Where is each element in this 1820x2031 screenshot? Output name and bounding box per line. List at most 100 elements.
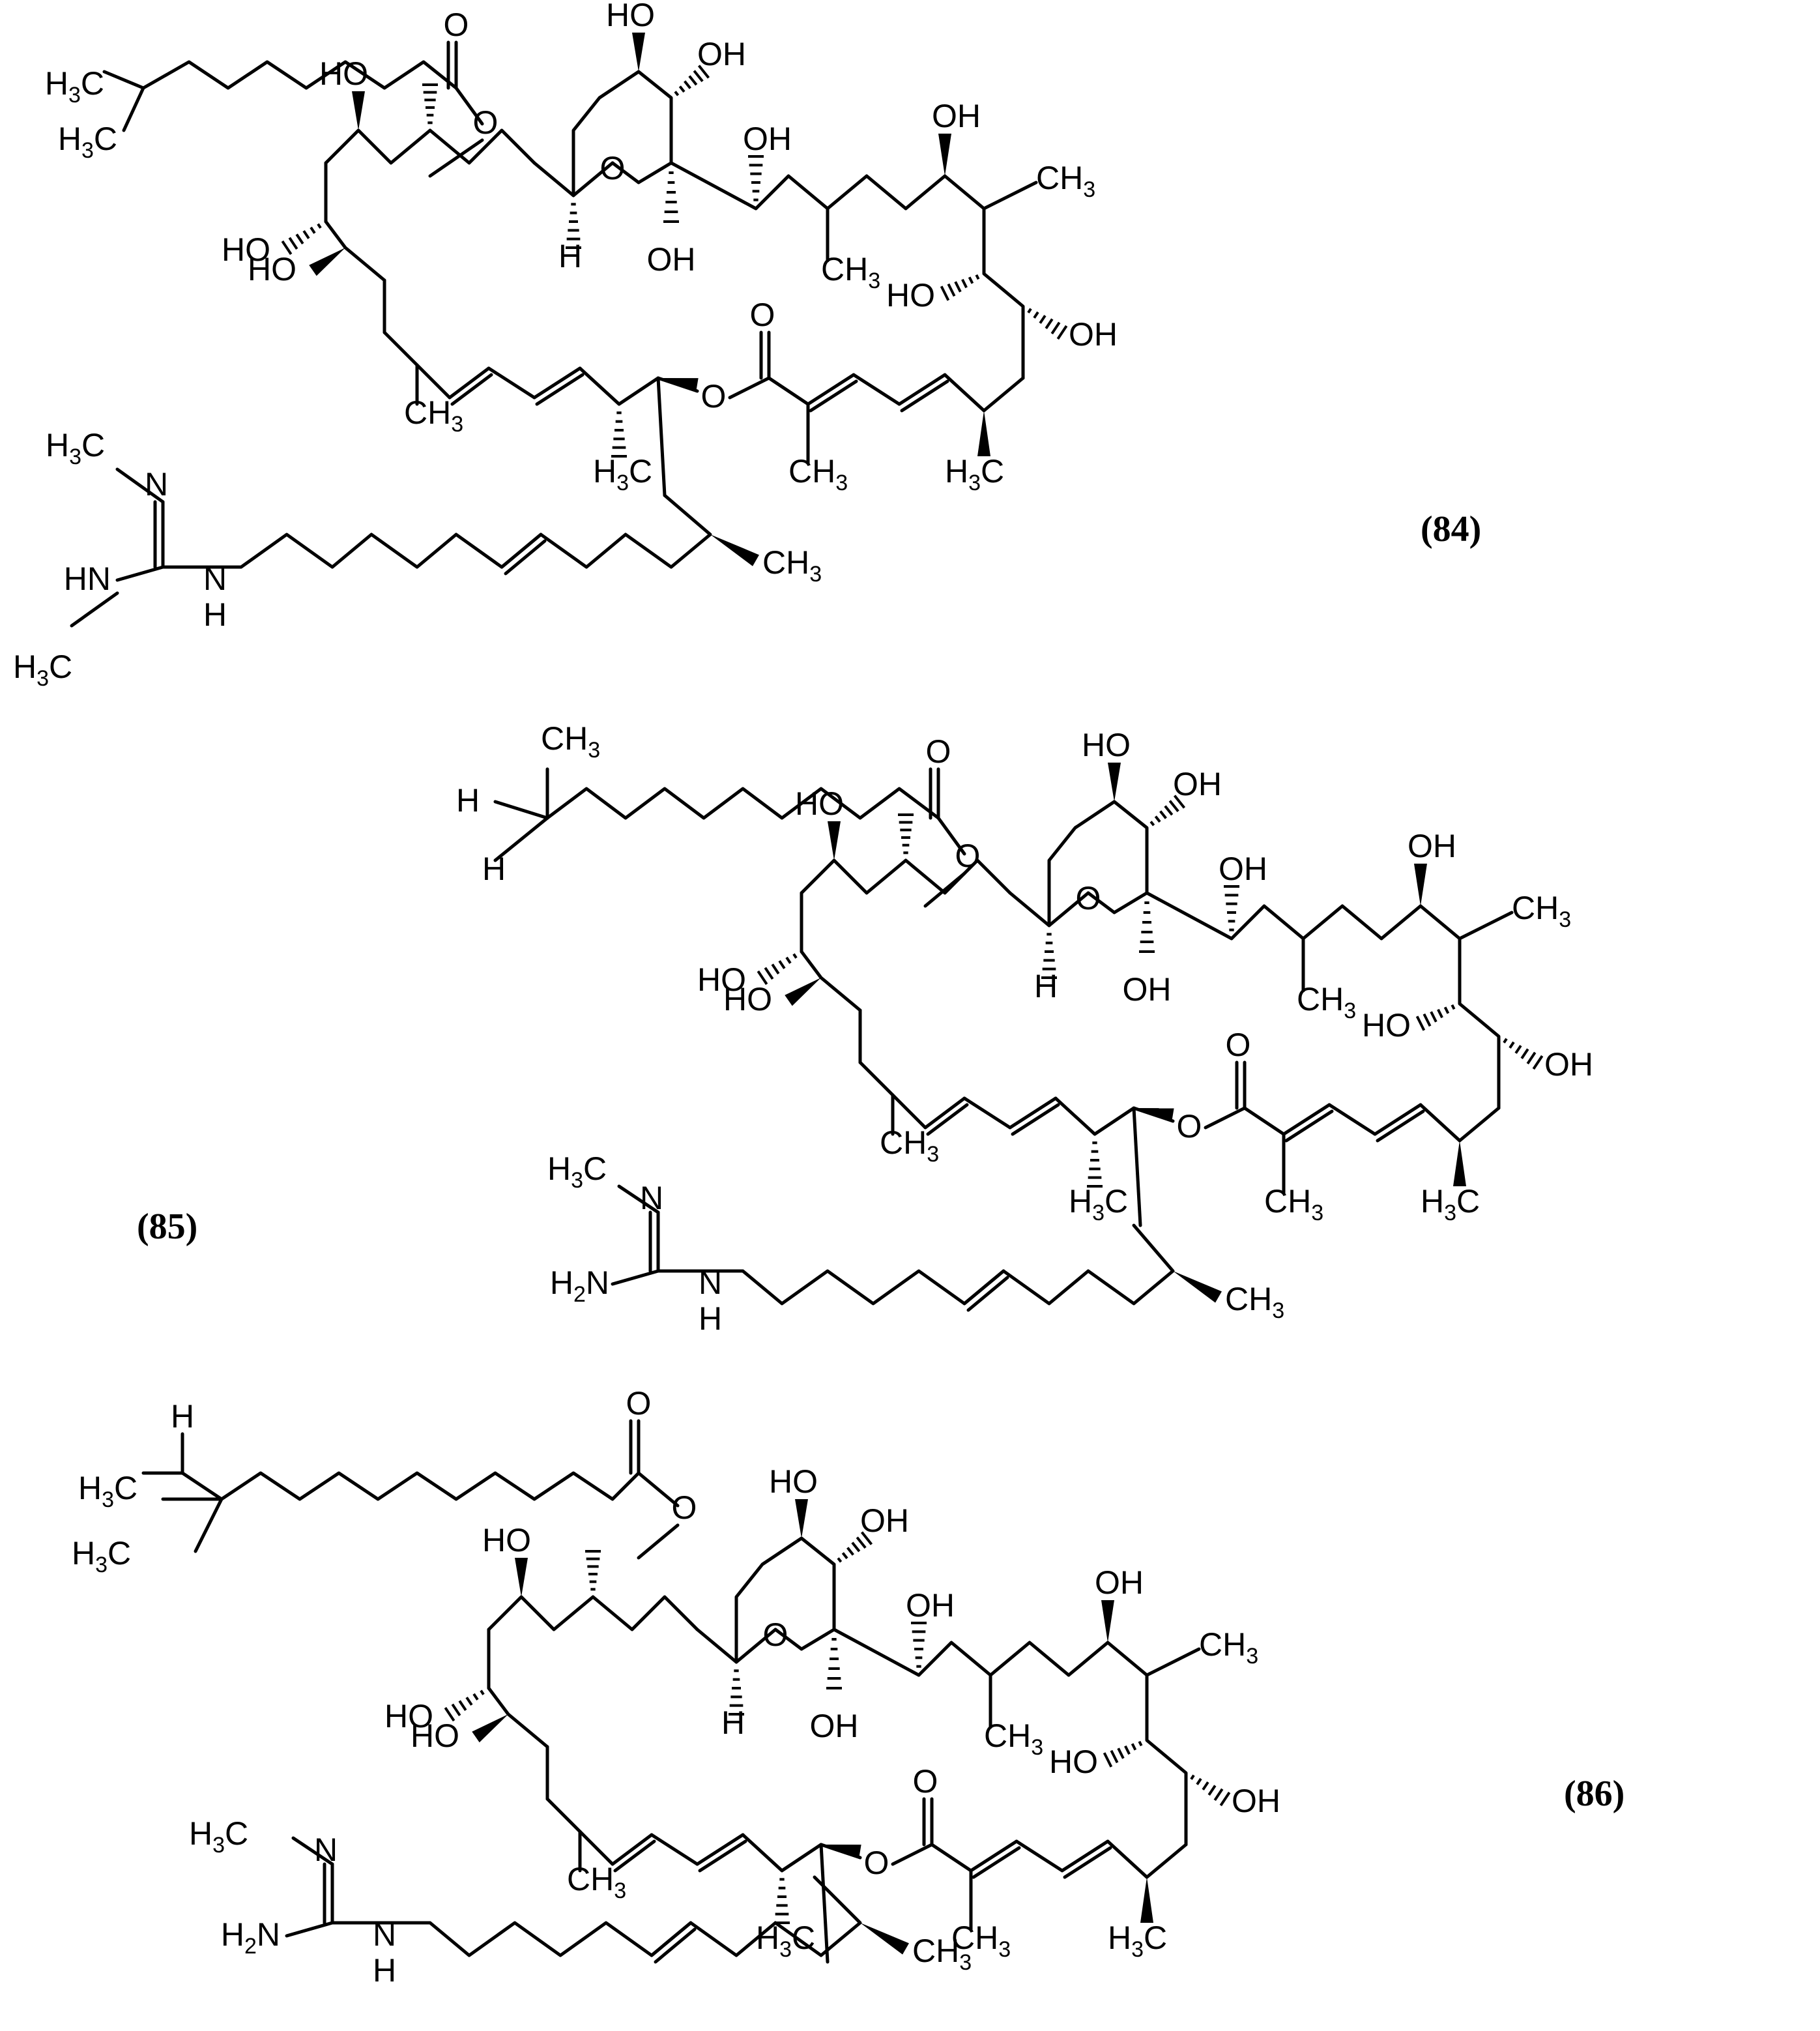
bond (982, 181, 1038, 211)
atom-label-ester_o_carbonyl: O (444, 7, 469, 43)
double-bond (900, 379, 949, 413)
atom-label-h3c_low_1: H3C (756, 1920, 815, 1962)
hashed-bond (1190, 1774, 1231, 1807)
wedge-bond (472, 1714, 508, 1743)
hashed-bond (1041, 933, 1057, 979)
hashed-bond (422, 83, 438, 124)
hashed-bond (566, 203, 581, 249)
atom-label-ch3_mid: CH3 (984, 1717, 1043, 1760)
compound-number: (86) (1564, 1774, 1625, 1814)
atom-label-ester_o_carbonyl: O (926, 733, 951, 770)
wedge-bond (1101, 1600, 1114, 1643)
atom-label-h_bot: H (482, 851, 506, 887)
double-bond (535, 373, 585, 406)
atom-label-ester_o_link: O (955, 838, 981, 874)
atom-label-h3c_guan_top: H3C (189, 1815, 248, 1858)
hashed-bond (281, 223, 322, 256)
atom-label-h2n_guan: H2N (221, 1916, 280, 1959)
atom-label-ch3_mid: CH3 (821, 251, 880, 293)
bond (545, 1797, 582, 1873)
atom-label-h3c_guan_bot: H3C (13, 649, 72, 691)
bond (194, 1497, 224, 1553)
wedge-bond (860, 1923, 909, 1955)
atom-label-oh_chain_1: OH (743, 121, 792, 157)
atom-label-ho_left_mid: HO (697, 961, 746, 998)
atom-label-h3c_low_2: H3C (1108, 1920, 1167, 1962)
bond (637, 1471, 680, 1508)
atom-label-ch3_tail: CH3 (1225, 1281, 1284, 1323)
bond (383, 330, 419, 406)
atom-label-ho_left_low: HO (411, 1717, 459, 1754)
bond (1145, 1647, 1201, 1677)
compound-number: (84) (1421, 509, 1481, 549)
macrocycle-right (1067, 1641, 1188, 1847)
macrocycle-upper-right (1230, 904, 1383, 941)
bond (285, 1921, 334, 1938)
atom-label-ch3_diene: CH3 (880, 1124, 939, 1167)
atom-label-ch3_tail: CH3 (912, 1933, 972, 1975)
double-bond (926, 1103, 969, 1136)
wedge-bond (828, 821, 841, 860)
fatty-acid-chain (181, 1471, 641, 1501)
atom-label-h2n_guan: H2N (550, 1264, 609, 1307)
hashed-bond (826, 1638, 842, 1689)
bond (454, 86, 484, 126)
double-bond (611, 1833, 654, 1866)
hashed-bond (1415, 1004, 1456, 1031)
bond (1015, 1839, 1064, 1873)
atom-label-ho_left_low: HO (723, 981, 772, 1017)
atom-label-ch3_top: CH3 (541, 720, 600, 763)
atom-label-lactone_o: O (1177, 1108, 1202, 1145)
macrocycle-upper-left (324, 128, 536, 165)
double-bond (1008, 1096, 1058, 1130)
atom-label-ch3_diene: CH3 (404, 394, 463, 437)
bond (428, 138, 484, 178)
double-bond (695, 1833, 745, 1866)
atom-label-ester_o_carbonyl: O (626, 1385, 652, 1422)
double-bond (969, 1839, 1018, 1873)
macrocycle-upper-right (754, 174, 908, 211)
bond (324, 220, 386, 282)
atom-label-ester_o_link: O (672, 1489, 697, 1526)
bond (122, 86, 145, 132)
atom-label-ring_oh: OH (1123, 971, 1172, 1008)
wedge-bond (1453, 1141, 1466, 1186)
atom-label-ch3_lactone: CH3 (1264, 1183, 1323, 1225)
atom-label-oh_chain_1: OH (906, 1587, 955, 1624)
atom-label-oh_chain_1: OH (1219, 851, 1267, 887)
wedge-bond (977, 411, 990, 456)
double-bond (897, 373, 947, 406)
atom-label-ho_ring_top: HO (769, 1463, 818, 1500)
wedge-bond (1134, 1108, 1174, 1121)
double-bond (450, 373, 493, 406)
atom-label-oh_right_low: OH (1232, 1783, 1280, 1819)
double-bond (972, 1846, 1021, 1879)
wedge-bond (821, 1845, 861, 1858)
atom-label-ring_h: H (558, 238, 582, 274)
double-bond (500, 533, 543, 569)
bond (637, 1523, 680, 1560)
bond (70, 591, 119, 628)
hashed-bond (729, 1669, 744, 1716)
macrocycle-upper-right (917, 1641, 1071, 1677)
alkyl-tail (702, 1223, 1175, 1306)
double-bond (1011, 1103, 1060, 1136)
atom-label-oh_chain_2: OH (932, 98, 981, 134)
bond (115, 565, 165, 582)
atom-label-h3c_guan_top: H3C (46, 427, 105, 469)
wedge-bond (632, 33, 645, 72)
bond (487, 1686, 549, 1749)
double-bond (1376, 1109, 1425, 1143)
bond (650, 1833, 699, 1866)
wedge-bond (309, 248, 345, 276)
wedge-bond (1173, 1271, 1222, 1303)
bond (852, 373, 901, 406)
atom-label-ch3_tail: CH3 (762, 544, 822, 587)
bond (669, 161, 758, 211)
bond (1145, 891, 1234, 941)
double-bond (806, 373, 856, 406)
wedge-bond (1414, 864, 1427, 906)
